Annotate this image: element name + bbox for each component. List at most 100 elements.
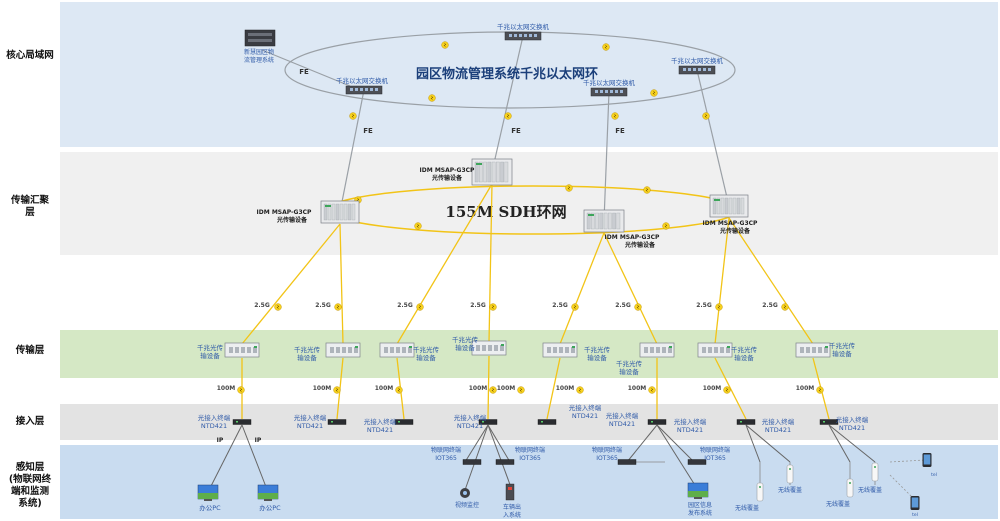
link-badge-bolt <box>636 304 640 310</box>
ap-led <box>874 466 876 468</box>
switch-port <box>683 68 686 71</box>
link-label-100m: 100M <box>497 385 516 392</box>
transport-device-label: 千兆光传 <box>413 345 440 354</box>
msap-desc-label: 光传输设备 <box>276 216 308 224</box>
link-label-2.5g: 2.5G <box>470 302 486 309</box>
ip-label: IP <box>217 437 224 444</box>
access-terminal-icon <box>478 419 498 425</box>
transport-slot <box>235 347 239 353</box>
core-switch-label: 千兆以太网交换机 <box>583 78 636 87</box>
transport-device-label: 千兆光传 <box>829 341 856 350</box>
link-label-100m: 100M <box>628 385 647 392</box>
access-terminal-label: 光接入终端 <box>569 403 602 412</box>
link-badge-icon <box>643 186 651 194</box>
transport-slot <box>644 347 648 353</box>
camera-lens <box>463 491 467 495</box>
server-icon <box>244 29 276 47</box>
wireless-link <box>889 459 926 463</box>
access-terminal-label: NTD421 <box>572 412 598 420</box>
link-badge-icon <box>723 386 731 394</box>
transport-slot <box>656 347 660 353</box>
access-terminal-label: NTD421 <box>367 426 393 434</box>
access-drop-line <box>487 424 511 463</box>
msap-device-icon <box>320 200 360 224</box>
core-switch-icon <box>345 85 383 95</box>
access-terminal-label: 光接入终端 <box>762 417 795 426</box>
info-label: 园区信息 <box>688 501 712 509</box>
gate-body <box>505 483 515 501</box>
layer-label-transport: 传输层 <box>15 345 45 356</box>
msap-model-label: IDM MSAP-G3CP <box>257 209 312 216</box>
transport-device-icon <box>542 342 578 358</box>
link-badge-icon <box>715 303 723 311</box>
wireless-label: 无线覆盖 <box>735 504 759 512</box>
msap-card <box>740 197 745 215</box>
msap-card <box>716 197 721 215</box>
switch-port <box>375 88 378 91</box>
msap-card <box>612 212 616 230</box>
core-switch-label: 千兆以太网交换机 <box>497 22 550 31</box>
ntd-body <box>736 419 756 425</box>
link-badge-icon <box>349 112 357 120</box>
pc-stand <box>204 499 212 501</box>
access-terminal-label: NTD421 <box>201 422 227 430</box>
ntd-body <box>647 419 667 425</box>
msap-card <box>335 203 340 221</box>
transport-slot <box>348 347 352 353</box>
iot-label: IOT365 <box>435 455 457 462</box>
msap-model-label: IDM MSAP-G3CP <box>420 167 475 174</box>
link-badge-bolt <box>351 113 355 119</box>
phone-label: tel <box>931 472 937 478</box>
link-badge-bolt <box>704 113 708 119</box>
link-label-100m: 100M <box>375 385 394 392</box>
phone-screen <box>911 497 919 508</box>
transport-slot <box>553 347 557 353</box>
msap-card <box>724 197 729 215</box>
link-2.5g <box>728 217 814 345</box>
core-ring-title: 园区物流管理系统千兆以太网环 <box>416 66 598 82</box>
transport-led <box>572 346 575 348</box>
transport-device-label: 输设备 <box>455 343 475 352</box>
transport-device-label: 输设备 <box>416 353 436 362</box>
transport-led <box>355 346 358 348</box>
core-switch-icon <box>504 31 542 41</box>
gate-label: 入系统 <box>503 511 521 519</box>
link-2.5g <box>559 232 605 345</box>
ntd-body <box>232 419 252 425</box>
msap-card <box>343 203 348 221</box>
link-badge-icon <box>611 112 619 120</box>
transport-device-label: 输设备 <box>200 351 220 360</box>
link-badge-icon <box>517 386 525 394</box>
access-terminal-label: NTD421 <box>765 426 791 434</box>
link-badge-icon <box>781 303 789 311</box>
server-bay <box>248 39 272 42</box>
iot-body <box>617 459 637 465</box>
access-drop-line <box>828 424 851 463</box>
transport-slot <box>559 347 563 353</box>
ap-led <box>789 468 791 470</box>
msap-card <box>586 212 591 230</box>
msap-led <box>588 214 594 216</box>
link-label-100m: 100M <box>469 385 488 392</box>
msap-card <box>351 203 356 221</box>
link-badge-icon <box>414 222 422 230</box>
link-badge-icon <box>237 386 245 394</box>
link-label-2.5g: 2.5G <box>315 302 331 309</box>
link-badge-bolt <box>397 387 401 393</box>
transport-device-icon <box>325 342 361 358</box>
access-terminal-label: 光接入终端 <box>198 413 231 422</box>
link-badge-icon <box>648 386 656 394</box>
iot-label: IOT365 <box>519 455 541 462</box>
camera-label: 视频监控 <box>455 501 479 509</box>
access-drop-line <box>656 424 699 491</box>
iot-body <box>687 459 707 465</box>
link-badge-icon <box>489 303 497 311</box>
ntd-led <box>740 421 742 423</box>
link-badge-bolt <box>443 42 447 48</box>
access-terminal-icon <box>647 419 667 425</box>
uplink-line <box>491 35 524 173</box>
switch-port <box>615 90 618 93</box>
transport-slot <box>354 347 358 353</box>
fe-label: FE <box>615 127 625 135</box>
